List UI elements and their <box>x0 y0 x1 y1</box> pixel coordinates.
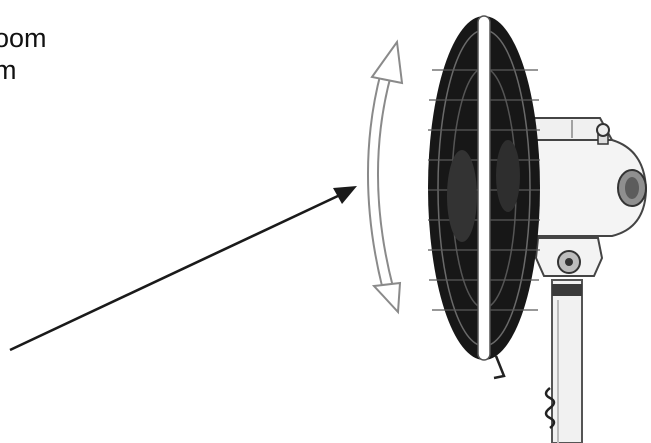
caption-line-2: m <box>0 55 17 85</box>
tilt-arrow-icon <box>366 39 404 315</box>
caption-text: oom m <box>0 22 114 86</box>
caption-line-1: oom <box>0 23 47 53</box>
fan-icon <box>428 15 648 443</box>
pointer-arrow-icon <box>9 186 357 352</box>
